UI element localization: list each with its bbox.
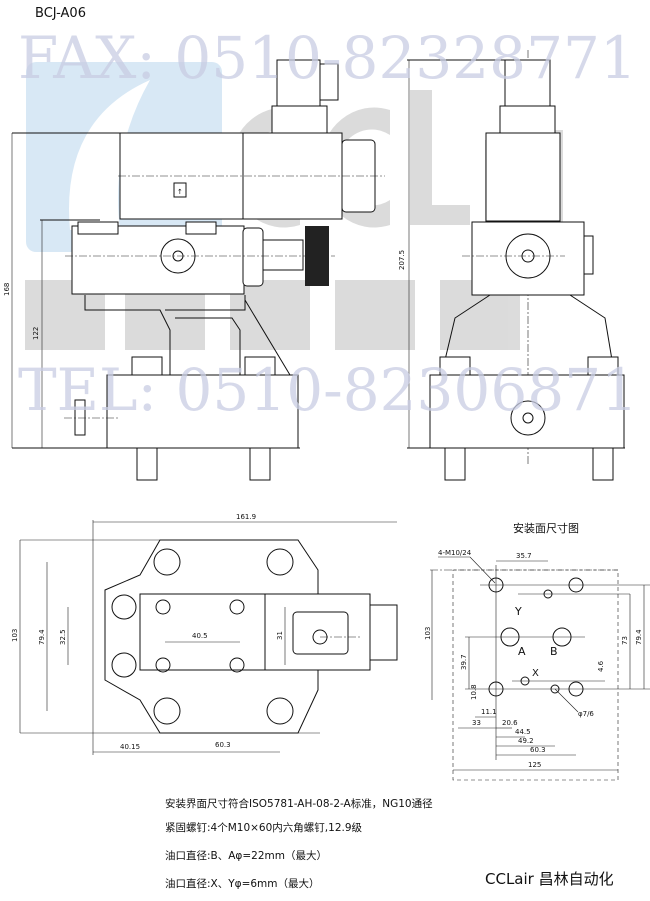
dim-11-1: 11.1 — [481, 708, 497, 716]
bolt-spec: 4-M10/24 — [438, 549, 472, 557]
dim-40-15: 40.15 — [120, 743, 140, 751]
fax-watermark: FAX: 0510-82328771 — [18, 24, 637, 92]
dim-32-5: 32.5 — [59, 629, 67, 645]
model-label: BCJ-A06 — [35, 6, 86, 21]
note-port-ab: 油口直径:B、Aφ=22mm（最大） — [165, 850, 327, 862]
dim-79-4: 79.4 — [38, 629, 46, 645]
top-view: 161.9 103 79.4 32.5 40.5 31 40.15 60.3 — [11, 513, 398, 755]
dim-40-5: 40.5 — [192, 632, 208, 640]
dim-60-3: 60.3 — [215, 741, 231, 749]
dim-39-7: 39.7 — [460, 654, 468, 670]
arrow-label: ↑ — [177, 188, 183, 196]
dim-49-2: 49.2 — [518, 737, 534, 745]
horizontal-dims: 11.1 33 20.6 44.5 49.2 60.3 125 — [453, 708, 618, 771]
dim-33: 33 — [472, 719, 481, 727]
dim-10-8: 10.8 — [470, 684, 478, 700]
dim-103-mount: 103 — [424, 627, 432, 640]
dim-168: 168 — [3, 283, 11, 296]
port-a-label: A — [518, 645, 526, 658]
dim-73: 73 — [621, 636, 629, 645]
dim-31: 31 — [276, 631, 284, 640]
dim-207-5: 207.5 — [398, 250, 406, 270]
dim-79-4-mount: 79.4 — [635, 629, 643, 645]
dim-125: 125 — [528, 761, 541, 769]
side-view: 168 122 ↑ — [3, 59, 385, 481]
brand-label: CCLair 昌林自动化 — [485, 870, 614, 888]
dim-35-7: 35.7 — [516, 552, 532, 560]
dim-4-6: 4.6 — [597, 660, 605, 672]
tel-watermark: TEL: 0510-82306871 — [18, 356, 638, 424]
bolt-holes — [111, 548, 294, 725]
front-view: 207.5 — [398, 50, 625, 481]
dim-60-3-mount: 60.3 — [530, 746, 546, 754]
note-port-xy: 油口直径:X、Yφ=6mm（最大） — [165, 878, 320, 890]
pin-spec: φ7/6 — [578, 710, 594, 718]
dim-44-5: 44.5 — [515, 728, 531, 736]
dim-20-6: 20.6 — [502, 719, 518, 727]
dim-103: 103 — [11, 629, 19, 642]
note-screws: 紧固螺钉:4个M10×60内六角螺钉,12.9级 — [165, 822, 363, 834]
dim-161-9: 161.9 — [236, 513, 256, 521]
port-x-label: X — [532, 668, 539, 679]
port-b-label: B — [550, 645, 558, 658]
port-y-label: Y — [514, 605, 522, 618]
mounting-title: 安装面尺寸图 — [513, 521, 579, 535]
dim-122: 122 — [32, 327, 40, 340]
mounting-surface-view: 安装面尺寸图 4-M10/24 35.7 103 Y A B X 39.7 10… — [424, 521, 650, 781]
note-standard: 安装界面尺寸符合ISO5781-AH-08-2-A标准，NG10通径 — [165, 798, 433, 810]
